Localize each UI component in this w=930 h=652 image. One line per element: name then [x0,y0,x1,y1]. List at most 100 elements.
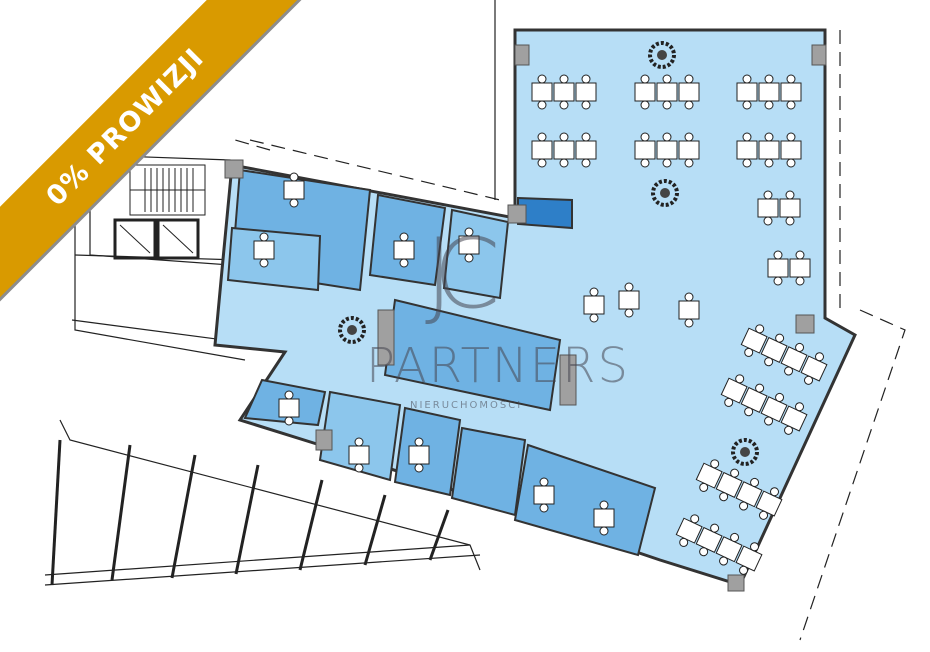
chair [662,158,672,168]
desk [393,240,415,260]
chair [589,313,599,323]
chair [750,477,760,487]
desk-cluster [408,437,430,473]
chair [624,308,634,318]
plant-pot [347,325,357,335]
chair [354,463,364,473]
chair [764,416,774,426]
chair [684,318,694,328]
plants [338,41,759,466]
chair [399,232,409,242]
desk [656,82,678,102]
desk-cluster [348,437,370,473]
chair [719,492,729,502]
chair [763,216,773,226]
chair [785,190,795,200]
chair [539,503,549,513]
desk [780,140,802,160]
room [513,443,657,557]
desk [575,82,597,102]
chair [559,132,569,142]
chair [775,392,785,402]
desk [531,140,553,160]
chair [804,375,814,385]
desk-cluster [634,132,700,168]
chair [662,100,672,110]
chair [764,357,774,367]
plant-icon [731,438,759,466]
desk-cluster [675,514,763,575]
chair [764,132,774,142]
chair [581,74,591,84]
desk-cluster [767,250,811,286]
desk-cluster [757,190,801,226]
desk [678,300,700,320]
chair [284,416,294,426]
chair [794,402,804,412]
chair [775,333,785,343]
chair [259,258,269,268]
chair [640,100,650,110]
chair [769,487,779,497]
chair [742,74,752,84]
desk [533,485,555,505]
desk [634,82,656,102]
desk-cluster [678,292,700,328]
desk [408,445,430,465]
desk-cluster [634,74,700,110]
chair [699,482,709,492]
chair [679,537,689,547]
chair [755,324,765,334]
chair [284,390,294,400]
chair [684,292,694,302]
desk [758,82,780,102]
chair [730,468,740,478]
chair [795,342,805,352]
chair [784,425,794,435]
desk-cluster [531,74,597,110]
chair [710,523,720,533]
desk [253,240,275,260]
chair [773,250,783,260]
chair [814,352,824,362]
chair [784,366,794,376]
desk [618,290,640,310]
desk-cluster [740,324,828,385]
desk [779,198,801,218]
desk-cluster [531,132,597,168]
chair [537,158,547,168]
desk [283,180,305,200]
chair [354,437,364,447]
chair [581,132,591,142]
chair [742,100,752,110]
desk [758,140,780,160]
desk [278,398,300,418]
chair [744,407,754,417]
chair [259,232,269,242]
chair [786,74,796,84]
chair [599,500,609,510]
chair [289,172,299,182]
chair [690,514,700,524]
desk [593,508,615,528]
chair [537,100,547,110]
chair [589,287,599,297]
chair [559,158,569,168]
desk [531,82,553,102]
desk [634,140,656,160]
chair [739,565,749,575]
chair [719,556,729,566]
desk-cluster [393,232,415,268]
chair [662,74,672,84]
plant-icon [651,179,679,207]
chair [537,132,547,142]
room [368,193,447,287]
chair [684,158,694,168]
chair [744,347,754,357]
chair [684,74,694,84]
chair [640,74,650,84]
desk [348,445,370,465]
chair [414,463,424,473]
staircase [113,164,206,260]
